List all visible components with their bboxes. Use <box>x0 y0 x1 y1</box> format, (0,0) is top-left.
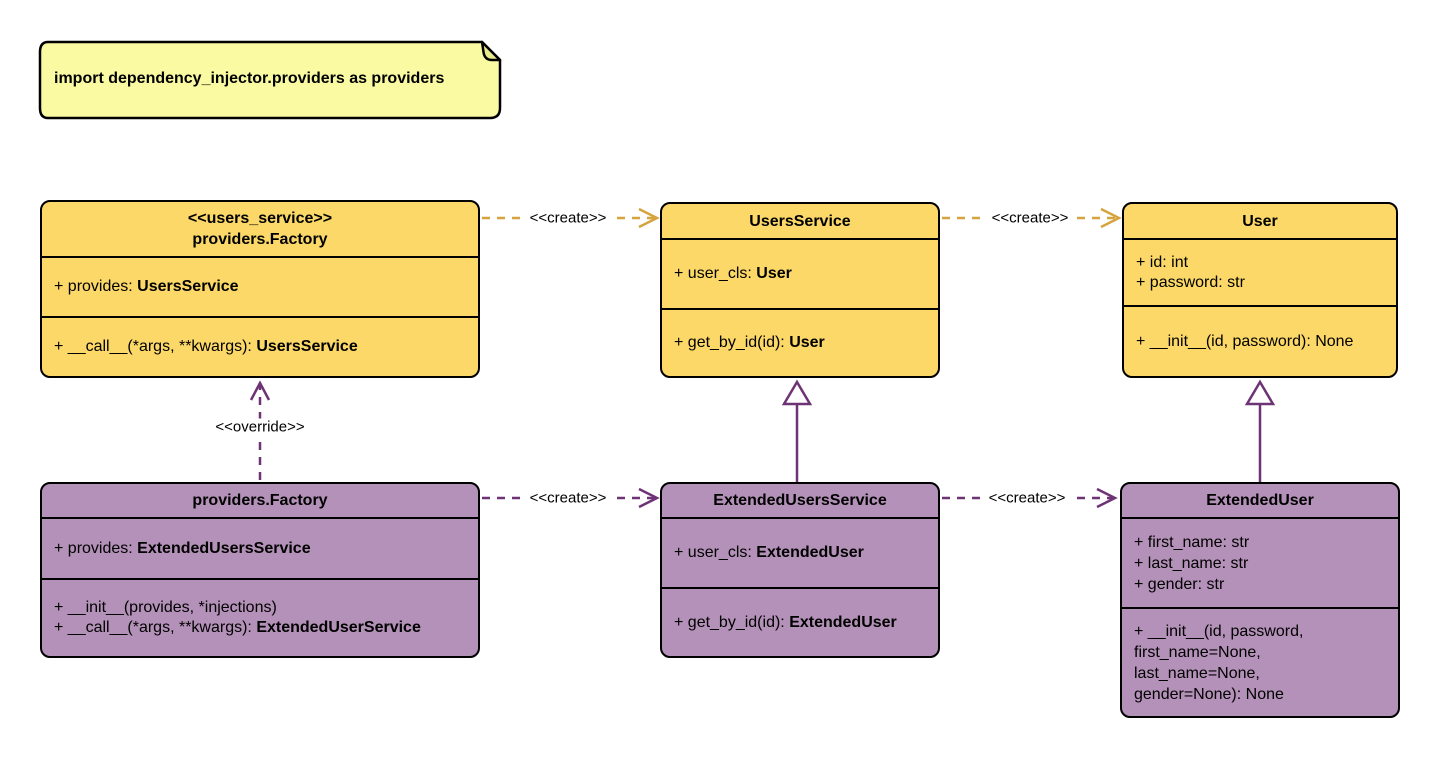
method-row: + __call__(*args, **kwargs): ExtendedUse… <box>54 619 421 636</box>
create-edge-label: <<create>> <box>524 489 612 507</box>
method-row: + get_by_id(id): User <box>674 334 825 351</box>
create-edge-label: <<create>> <box>983 489 1071 507</box>
attribute-row: + id: int <box>1136 253 1189 271</box>
class-attributes: + provides: UsersService <box>42 258 478 318</box>
class-title: providers.Factory <box>192 231 328 248</box>
attribute-row: + password: str <box>1136 273 1245 291</box>
attribute-row: + gender: str <box>1134 575 1225 593</box>
method-row: first_name=None, <box>1134 643 1261 661</box>
class-stereotype: <<users_service>> <box>187 210 333 227</box>
inheritance-arrow-extended-users-service <box>781 379 813 482</box>
override-edge-label: <<override>> <box>210 418 310 436</box>
class-attributes: + id: int + password: str <box>1124 240 1396 307</box>
attribute-row: + first_name: str <box>1134 533 1250 551</box>
class-methods: + get_by_id(id): ExtendedUser <box>662 589 938 656</box>
method-row: gender=None): None <box>1134 685 1284 703</box>
class-methods: + __init__(provides, *injections) + __ca… <box>42 580 478 656</box>
note-fold-icon <box>480 40 502 62</box>
method-row: + get_by_id(id): ExtendedUser <box>674 613 897 631</box>
class-header: User <box>1124 204 1396 240</box>
class-attributes: + first_name: str + last_name: str + gen… <box>1122 519 1398 609</box>
class-methods: + __init__(id, password): None <box>1124 307 1396 376</box>
inheritance-arrow-extended-user <box>1244 379 1276 482</box>
class-attributes: + user_cls: ExtendedUser <box>662 519 938 589</box>
class-attributes: + user_cls: User <box>662 240 938 310</box>
class-methods: + get_by_id(id): User <box>662 310 938 376</box>
class-box-extended-user: ExtendedUser + first_name: str + last_na… <box>1120 482 1400 718</box>
class-box-user: User + id: int + password: str + __init_… <box>1122 202 1398 378</box>
attribute-row: + user_cls: User <box>674 265 792 282</box>
note-text: import dependency_injector.providers as … <box>54 70 445 87</box>
class-box-factory-extended: providers.Factory + provides: ExtendedUs… <box>40 482 480 658</box>
attribute-row: + provides: UsersService <box>54 278 239 295</box>
class-title: ExtendedUser <box>1206 492 1314 509</box>
class-title: providers.Factory <box>192 492 328 509</box>
class-header: ExtendedUsersService <box>662 484 938 519</box>
attribute-row: + user_cls: ExtendedUser <box>674 544 864 561</box>
class-box-users-service: UsersService + user_cls: User + get_by_i… <box>660 202 940 378</box>
class-methods: + __call__(*args, **kwargs): UsersServic… <box>42 318 478 376</box>
create-edge-label: <<create>> <box>524 209 612 227</box>
create-edge-label: <<create>> <box>986 209 1074 227</box>
attribute-row: + provides: ExtendedUsersService <box>54 539 311 557</box>
attribute-row: + last_name: str <box>1134 554 1249 572</box>
method-row: + __init__(id, password, <box>1134 622 1304 640</box>
class-box-factory-users-service: <<users_service>> providers.Factory + pr… <box>40 200 480 378</box>
method-row: + __init__(provides, *injections) <box>54 599 277 616</box>
class-header: <<users_service>> providers.Factory <box>42 202 478 258</box>
class-title: UsersService <box>749 212 851 230</box>
class-box-extended-users-service: ExtendedUsersService + user_cls: Extende… <box>660 482 940 658</box>
class-methods: + __init__(id, password, first_name=None… <box>1122 609 1398 716</box>
class-header: ExtendedUser <box>1122 484 1398 519</box>
method-row: + __call__(*args, **kwargs): UsersServic… <box>54 338 358 355</box>
class-title: User <box>1242 212 1278 230</box>
class-header: providers.Factory <box>42 484 478 519</box>
class-title: ExtendedUsersService <box>713 492 887 509</box>
method-row: + __init__(id, password): None <box>1136 332 1354 350</box>
class-attributes: + provides: ExtendedUsersService <box>42 519 478 580</box>
class-header: UsersService <box>662 204 938 240</box>
method-row: last_name=None, <box>1134 664 1260 682</box>
